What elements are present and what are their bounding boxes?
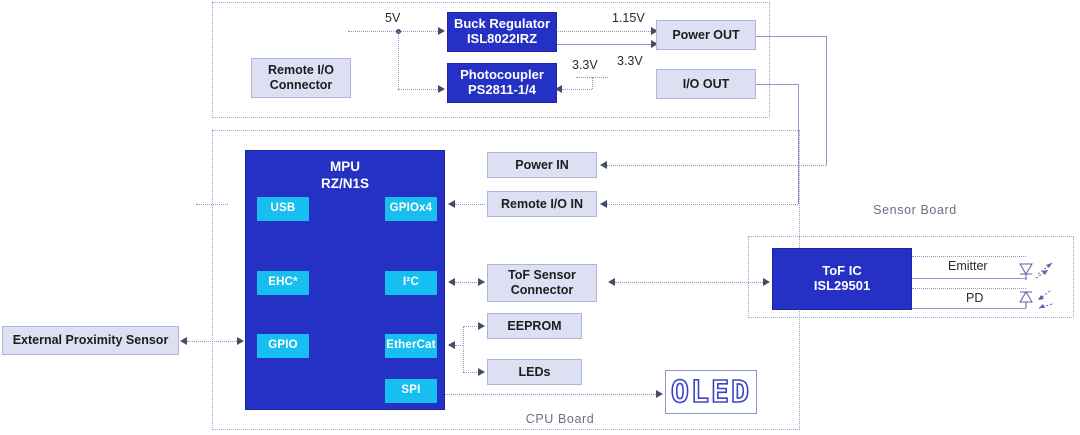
arrow-to-eeprom bbox=[478, 322, 485, 330]
wire-ethercat-bracket bbox=[463, 326, 464, 372]
tof-sensor-connector-block[interactable]: ToF Sensor Connector bbox=[487, 264, 597, 302]
mpu-block[interactable]: MPU RZ/N1S USB EHC* GPIO GPIOx4 I²C Ethe… bbox=[245, 150, 445, 410]
wire-remoteioin-extend bbox=[196, 204, 228, 205]
emitter-led-icon bbox=[1019, 262, 1053, 280]
mpu-title-group: MPU RZ/N1S bbox=[246, 159, 444, 193]
arrow-to-oled bbox=[656, 390, 663, 398]
wire-5v-to-photocoupler bbox=[398, 89, 440, 90]
wire-gpiox4-remoteioin bbox=[455, 204, 485, 205]
arrow-gpiox4-in bbox=[448, 200, 455, 208]
wire-33v-to-powerout bbox=[556, 44, 653, 45]
pd-label: PD bbox=[966, 291, 984, 305]
wire-33v-to-photocoupler bbox=[562, 89, 592, 90]
wire-pd-top bbox=[912, 288, 1026, 289]
mpu-port-ehc[interactable]: EHC* bbox=[257, 271, 309, 295]
wire-spi-oled bbox=[445, 394, 658, 395]
power-out-block[interactable]: Power OUT bbox=[656, 20, 756, 50]
cpu-board-label: CPU Board bbox=[525, 412, 595, 426]
arrow-proximity-in bbox=[180, 337, 187, 345]
wire-powerout-down bbox=[826, 36, 827, 165]
pd-photodiode-icon bbox=[1019, 290, 1053, 309]
wire-ethercat-leds bbox=[463, 372, 479, 373]
wire-i2c-tof bbox=[455, 282, 485, 283]
arrow-33v-to-photocoupler bbox=[555, 85, 562, 93]
arrow-i2c-in bbox=[448, 278, 455, 286]
label-5v: 5V bbox=[385, 11, 401, 25]
wire-33v-drop bbox=[592, 77, 593, 89]
arrow-33v-to-powerout bbox=[651, 40, 658, 48]
arrow-5v-to-photocoupler bbox=[438, 85, 445, 93]
wire-115v bbox=[556, 31, 653, 32]
arrow-to-power-in bbox=[600, 161, 607, 169]
photocoupler-block[interactable]: Photocoupler PS2811-1/4 bbox=[447, 63, 557, 103]
mpu-subtitle: RZ/N1S bbox=[320, 175, 369, 191]
wire-tofconn-tofic bbox=[615, 282, 765, 283]
wire-emitter bbox=[912, 278, 1026, 279]
label-115v: 1.15V bbox=[612, 11, 645, 25]
wire-powerout-right bbox=[756, 36, 826, 37]
arrow-to-leds bbox=[478, 368, 485, 376]
emitter-label: Emitter bbox=[948, 259, 988, 273]
mpu-port-spi[interactable]: SPI bbox=[385, 379, 437, 403]
arrow-5v-to-buck bbox=[438, 27, 445, 35]
label-33v-powerout: 3.3V bbox=[617, 54, 643, 68]
mpu-title: MPU bbox=[330, 159, 360, 174]
io-out-block[interactable]: I/O OUT bbox=[656, 69, 756, 99]
remote-io-connector-block[interactable]: Remote I/O Connector bbox=[251, 58, 351, 98]
oled-label: OLED bbox=[670, 374, 752, 411]
arrow-to-remote-io-in bbox=[600, 200, 607, 208]
wire-emitter-top bbox=[912, 256, 1026, 257]
wire-5v-branch bbox=[398, 31, 399, 89]
buck-regulator-block[interactable]: Buck Regulator ISL8022IRZ bbox=[447, 12, 557, 52]
wire-pd bbox=[912, 308, 1026, 309]
sensor-board-region bbox=[748, 236, 1074, 318]
power-board-region bbox=[212, 2, 770, 118]
wire-remoteioin-left bbox=[607, 204, 798, 205]
wire-ioout-right bbox=[756, 84, 798, 85]
arrow-proximity-to-gpio bbox=[237, 337, 244, 345]
mpu-port-ethercat[interactable]: EtherCat bbox=[385, 334, 437, 358]
eeprom-block[interactable]: EEPROM bbox=[487, 313, 582, 339]
power-in-block[interactable]: Power IN bbox=[487, 152, 597, 178]
wire-powerin-left bbox=[607, 165, 826, 166]
wire-proximity-gpio bbox=[187, 341, 239, 342]
arrow-115v-to-powerout bbox=[651, 27, 658, 35]
wire-ethercat-eeprom bbox=[463, 326, 479, 327]
arrow-tofic-right bbox=[763, 278, 770, 286]
tof-ic-block[interactable]: ToF IC ISL29501 bbox=[772, 248, 912, 310]
sensor-board-label: Sensor Board bbox=[873, 203, 957, 217]
mpu-port-i2c[interactable]: I²C bbox=[385, 271, 437, 295]
label-33v-photocoupler: 3.3V bbox=[572, 58, 598, 72]
mpu-port-usb[interactable]: USB bbox=[257, 197, 309, 221]
leds-block[interactable]: LEDs bbox=[487, 359, 582, 385]
arrow-tofic-left bbox=[608, 278, 615, 286]
arrow-ethercat-in bbox=[448, 341, 455, 349]
wire-ioout-down bbox=[798, 84, 799, 204]
arrow-i2c-out bbox=[478, 278, 485, 286]
external-proximity-sensor-block[interactable]: External Proximity Sensor bbox=[2, 326, 179, 355]
mpu-port-gpio[interactable]: GPIO bbox=[257, 334, 309, 358]
mpu-port-gpiox4[interactable]: GPIOx4 bbox=[385, 197, 437, 221]
oled-display[interactable]: OLED bbox=[665, 370, 757, 414]
wire-ethercat-stub bbox=[455, 345, 463, 346]
remote-io-in-block[interactable]: Remote I/O IN bbox=[487, 191, 597, 217]
wire-5v-in bbox=[348, 31, 440, 32]
